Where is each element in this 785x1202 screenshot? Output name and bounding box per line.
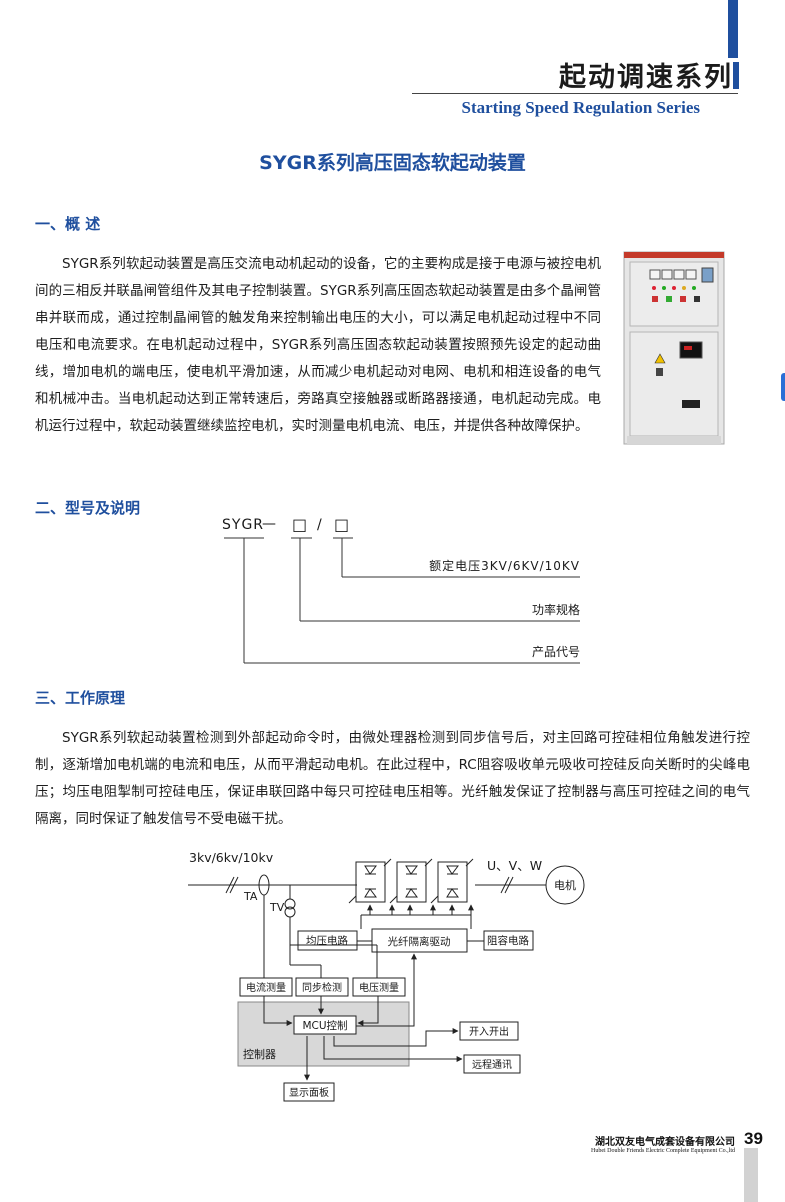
model-label-code: 产品代号 [532, 645, 580, 659]
voltage-balance-label: 均压电路 [306, 934, 348, 947]
series-title: 起动调速系列 [559, 62, 733, 93]
ta-label: TA [243, 890, 258, 903]
section-title-overview: 一、概 述 [35, 215, 101, 233]
section-title-principle: 三、工作原理 [35, 689, 126, 707]
model-label-voltage: 额定电压3KV/6KV/10KV [429, 558, 580, 573]
tv-label: TV [269, 901, 285, 914]
overview-paragraph: SYGR系列软起动装置是高压交流电动机起动的设备，它的主要构成是接于电源与被控电… [35, 256, 601, 434]
model-code-dash: — [262, 516, 276, 532]
supply-voltage-label: 3kv/6kv/10kv [189, 850, 274, 865]
model-code-prefix: SYGR [222, 517, 264, 533]
page-title: SYGR系列高压固态软起动装置 [259, 152, 526, 174]
controller-label: 控制器 [243, 1047, 276, 1061]
uvw-label: U、V、W [487, 858, 542, 873]
motor-label: 电机 [554, 878, 576, 892]
model-code-box-voltage: □ [334, 515, 349, 534]
series-title-en: Starting Speed Regulation Series [461, 98, 700, 117]
section-title-model: 二、型号及说明 [35, 499, 141, 517]
fiber-drive-label: 光纤隔离驱动 [388, 935, 451, 948]
header-accent-bar [728, 0, 738, 58]
header-rule [412, 93, 738, 94]
sync-detect-label: 同步检测 [302, 981, 342, 994]
display-panel-label: 显示面板 [289, 1086, 329, 1099]
principle-paragraph: SYGR系列软起动装置检测到外部起动命令时，由微处理器检测到同步信号后，对主回路… [35, 730, 750, 827]
io-label: 开入开出 [469, 1025, 509, 1038]
page-number: 39 [744, 1129, 763, 1148]
footer-gray-bar [744, 1148, 758, 1202]
voltage-meas-label: 电压测量 [359, 981, 399, 994]
model-code-slash: / [317, 517, 322, 533]
model-label-power: 功率规格 [532, 602, 580, 617]
cabinet-product-image [623, 251, 725, 445]
footer-company-en: Hubei Double Friends Electric Complete E… [591, 1148, 735, 1154]
model-code-box-power: □ [292, 515, 307, 534]
rc-circuit-label: 阻容电路 [487, 934, 529, 947]
mcu-label: MCU控制 [302, 1019, 347, 1032]
current-meas-label: 电流测量 [246, 981, 286, 994]
footer-company-cn: 湖北双友电气成套设备有限公司 [595, 1137, 735, 1148]
remote-comm-label: 远程通讯 [472, 1059, 512, 1071]
page-edge-tab [781, 373, 785, 401]
series-title-mark [733, 62, 739, 89]
